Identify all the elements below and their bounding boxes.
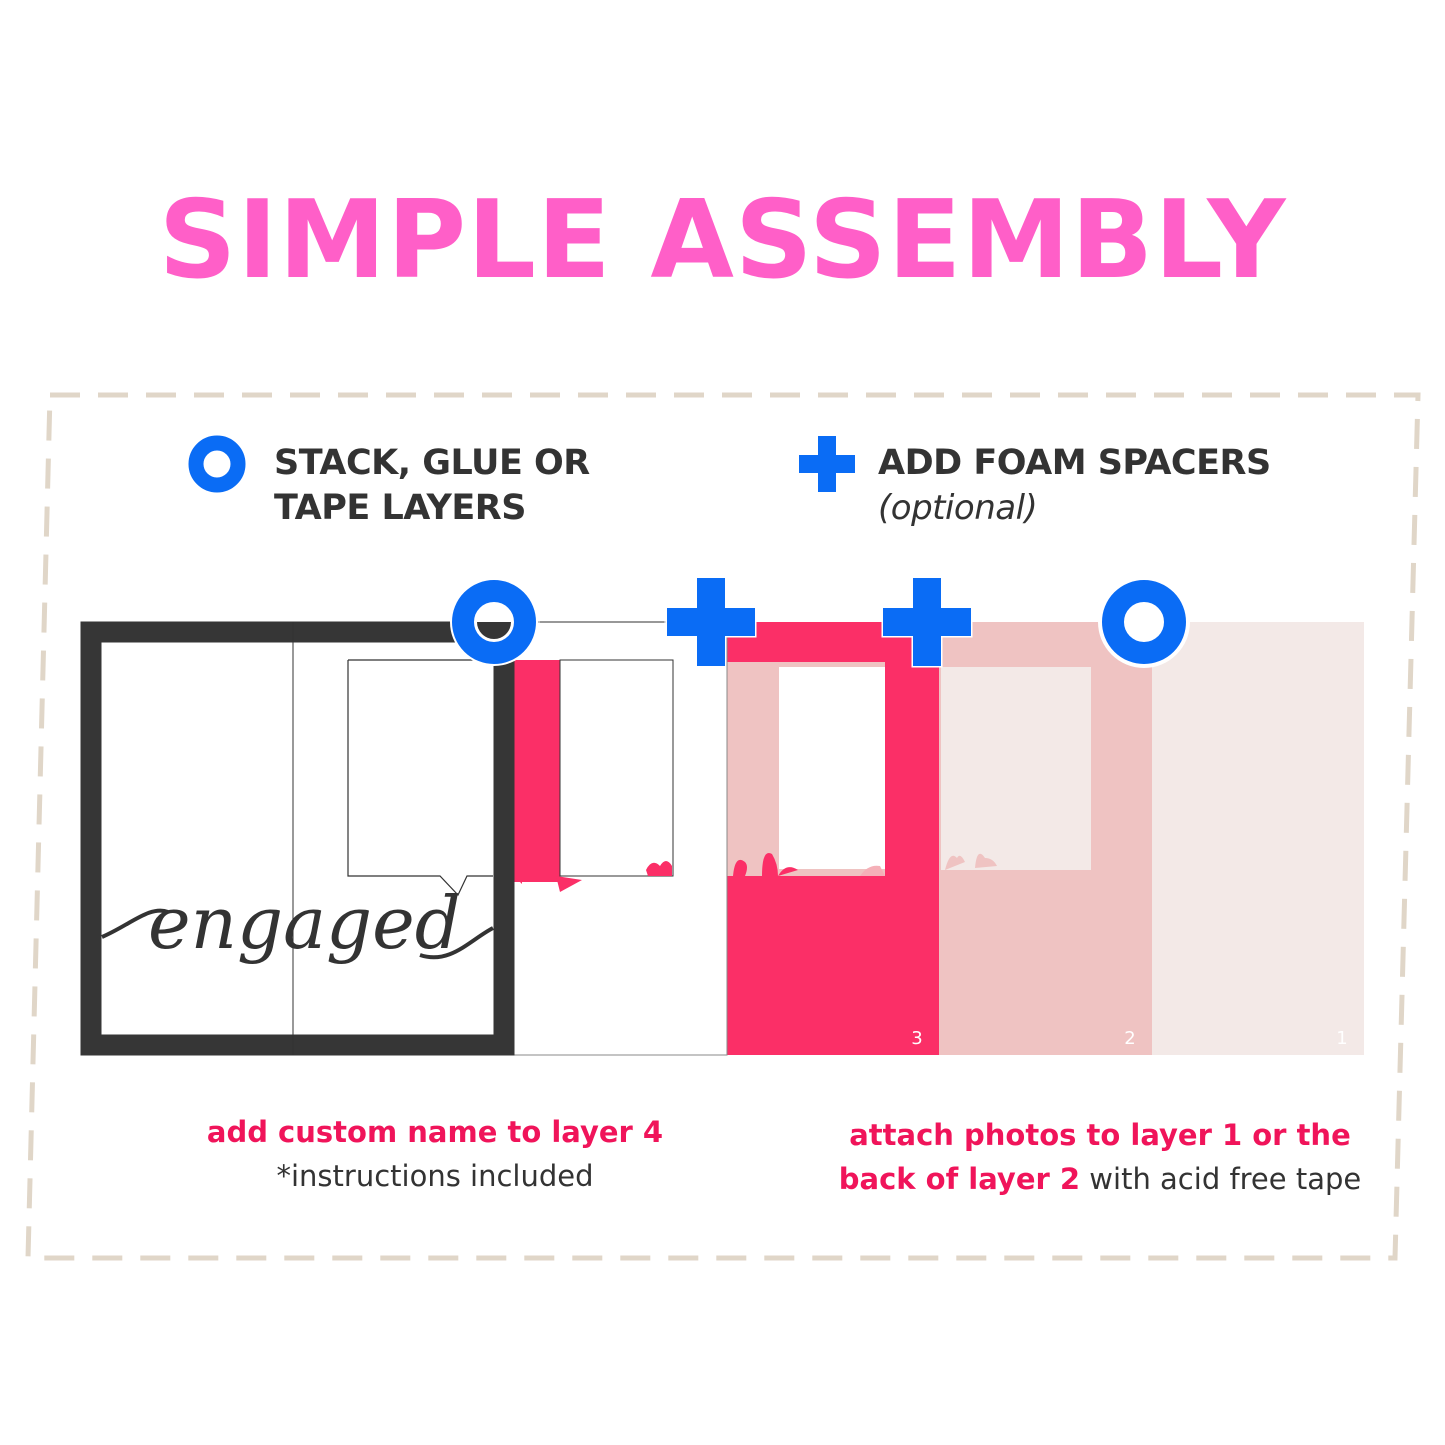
caption-left: add custom name to layer 4 *instructions… (150, 1110, 720, 1198)
legend-stack: STACK, GLUE OR TAPE LAYERS (274, 441, 590, 531)
dashed-border (25, 392, 1421, 1261)
layer-1 (1152, 622, 1364, 1055)
legend-foam-line1: ADD FOAM SPACERS (878, 443, 1271, 483)
caption-right-highlight1: attach photos to layer 1 or the (849, 1118, 1351, 1152)
plus-icon (799, 436, 855, 492)
caption-right-rest: with acid free tape (1080, 1162, 1362, 1196)
legend-foam: ADD FOAM SPACERS (optional) (878, 441, 1271, 531)
layer-4 (80, 621, 515, 1056)
script-name: engaged (148, 881, 461, 965)
plus-icon (665, 576, 757, 668)
layer-number-2: 2 (1124, 1028, 1135, 1049)
layer-number-3: 3 (911, 1028, 922, 1049)
caption-left-note: *instructions included (276, 1159, 594, 1193)
legend-stack-line2: TAPE LAYERS (274, 488, 526, 528)
legend-stack-line1: STACK, GLUE OR (274, 443, 590, 483)
caption-left-highlight: add custom name to layer 4 (206, 1115, 664, 1149)
layer-number-1: 1 (1336, 1028, 1347, 1049)
layer-2 (939, 622, 1152, 1055)
caption-right-highlight2: back of layer 2 (838, 1162, 1081, 1196)
ring-icon (188, 435, 246, 493)
ring-icon (1098, 576, 1190, 668)
page-title: SIMPLE ASSEMBLY (158, 178, 1287, 303)
layer-white (513, 621, 728, 1056)
legend-foam-optional: (optional) (878, 488, 1038, 528)
layer-3 (727, 622, 939, 1055)
plus-icon (881, 576, 973, 668)
ring-icon (450, 578, 538, 666)
caption-right: attach photos to layer 1 or the back of … (800, 1113, 1400, 1201)
